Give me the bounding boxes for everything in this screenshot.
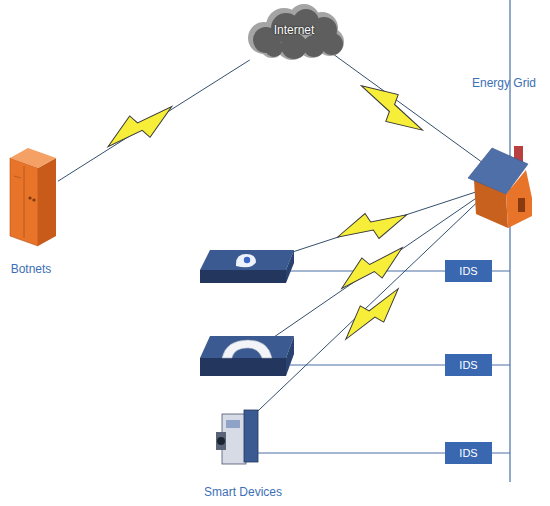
device-side	[286, 336, 294, 376]
camera-screen	[226, 420, 240, 428]
wire	[258, 453, 445, 454]
lightning-bolt	[334, 236, 410, 300]
house-icon	[468, 146, 532, 228]
server-shape	[10, 148, 56, 246]
wireless-line	[322, 46, 490, 168]
camera-lens	[216, 432, 226, 450]
node-text: Botnets	[0, 262, 76, 276]
ids-box: IDS	[445, 354, 492, 376]
node-text: IDS	[459, 358, 477, 372]
wire	[492, 453, 510, 454]
wires	[258, 271, 510, 453]
wireless-connector	[58, 60, 250, 181]
ids-box: IDS	[445, 442, 492, 464]
device-top	[200, 336, 294, 358]
group-label: Smart Devices	[204, 485, 282, 499]
wireless-line	[262, 188, 488, 262]
ids-box: IDS	[445, 260, 492, 282]
wire	[492, 365, 510, 366]
lightning-bolt	[100, 94, 179, 159]
node-text: IDS	[459, 264, 477, 278]
house-door	[518, 198, 525, 212]
device-side	[286, 250, 294, 283]
wireless-line	[240, 192, 488, 428]
camera-lens-glass	[217, 437, 225, 445]
arch-symbol	[222, 340, 272, 358]
lightning-bolt	[333, 201, 411, 250]
device-front	[200, 358, 286, 376]
lightning-bolt	[353, 74, 431, 142]
house-roof	[468, 148, 528, 194]
internet-cloud: Internet	[242, 4, 346, 60]
smart-hub	[200, 336, 294, 376]
botnet-server-outline	[8, 146, 58, 248]
pin-dot	[244, 257, 250, 263]
device-top	[200, 250, 294, 270]
smart-camera	[216, 410, 258, 464]
node-text: Internet	[274, 23, 315, 37]
smart-sensor	[200, 250, 294, 283]
grid-line	[509, 0, 510, 482]
grid-label: Energy Grid	[472, 76, 536, 90]
botnet-server: Botnets	[8, 146, 58, 248]
pin-symbol	[236, 254, 256, 267]
camera-side	[244, 410, 258, 462]
wire	[492, 271, 510, 272]
node-text: IDS	[459, 446, 477, 460]
wire	[290, 365, 445, 366]
cloud-shape	[248, 4, 344, 60]
connector-line	[58, 60, 250, 181]
device-front	[200, 270, 286, 283]
lightning-bolt	[336, 279, 408, 350]
